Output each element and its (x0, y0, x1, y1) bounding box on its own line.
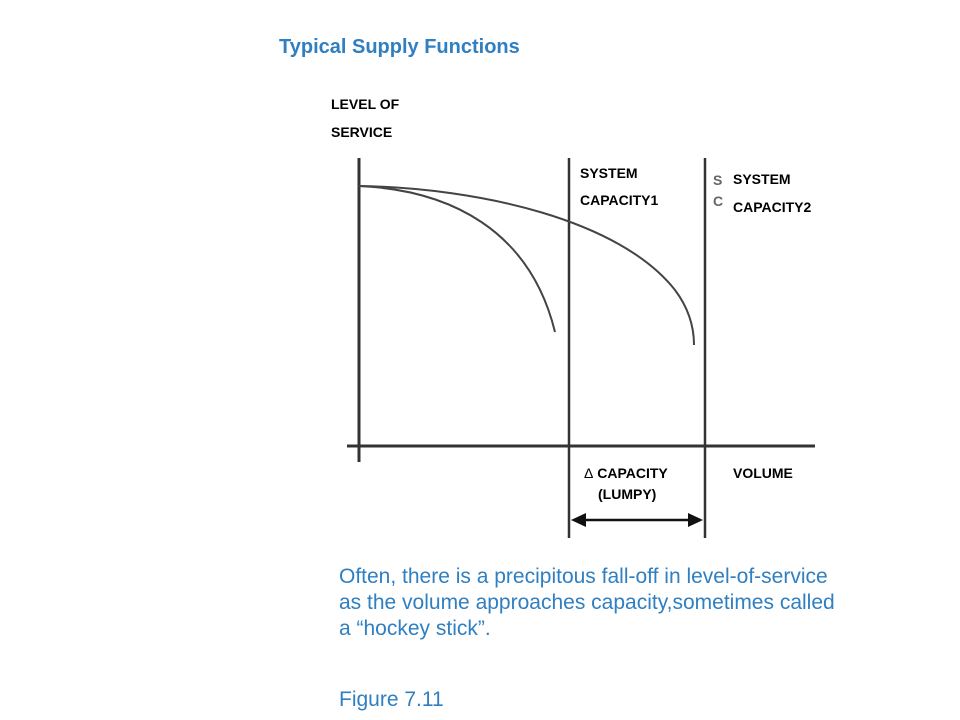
capacity1-label-line1: SYSTEM (580, 165, 638, 181)
delta-capacity-text: CAPACITY (597, 465, 668, 481)
figure-caption: Figure 7.11 (339, 688, 444, 711)
delta-arrow-right-head (688, 513, 703, 527)
capacity2-fragment-line2: C (713, 193, 724, 209)
delta-capacity-label-line2: (LUMPY) (598, 486, 657, 502)
delta-symbol: Δ (584, 465, 594, 481)
x-axis-label: VOLUME (733, 465, 793, 481)
delta-capacity-label-line1: Δ CAPACITY (584, 465, 668, 481)
page-title: Typical Supply Functions (279, 36, 520, 58)
capacity2-label-line2: CAPACITY2 (733, 199, 812, 215)
delta-arrow-left-head (571, 513, 586, 527)
supply-curve-capacity1 (358, 185, 556, 333)
capacity2-label-line1: SYSTEM (733, 171, 791, 187)
explanatory-note: Often, there is a precipitous fall-off i… (339, 565, 835, 640)
capacity2-fragment-line1: S (713, 172, 723, 188)
y-axis-label-line2: SERVICE (331, 124, 393, 140)
supply-curve-capacity2 (358, 185, 695, 346)
capacity1-label-line2: CAPACITY1 (580, 192, 659, 208)
y-axis-label-line1: LEVEL OF (331, 96, 400, 112)
